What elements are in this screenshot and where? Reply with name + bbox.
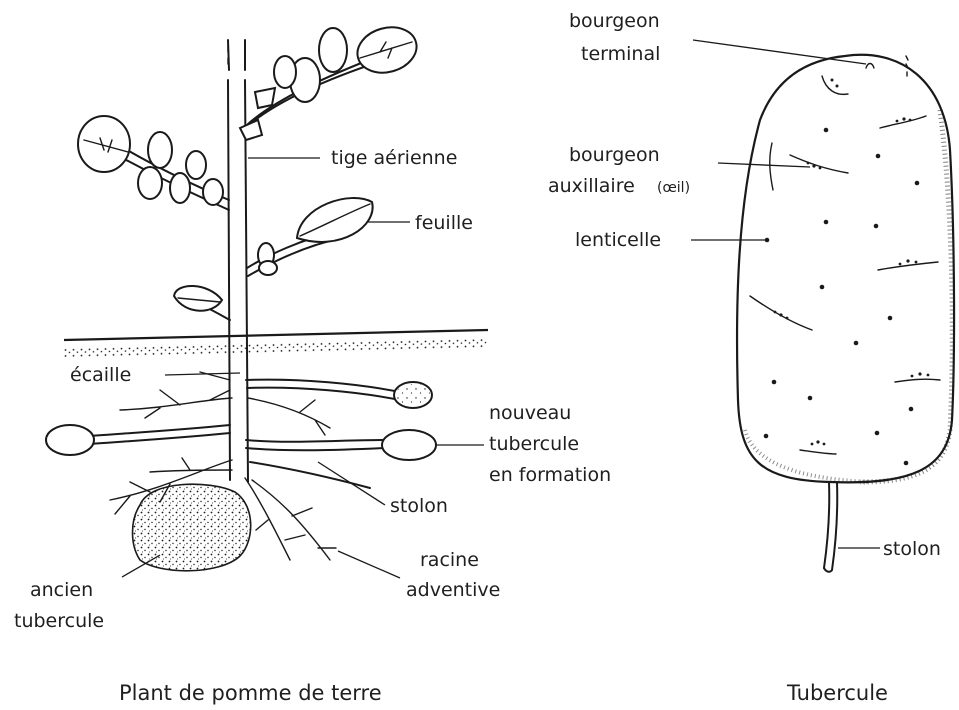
old-tuber — [133, 484, 251, 571]
upper-leaf-branch — [240, 21, 422, 140]
tuber-body — [737, 55, 954, 483]
tuber-stolon — [824, 482, 837, 572]
label-ancien-2: tubercule — [14, 610, 104, 632]
label-bourgeon-terminal-2: terminal — [581, 43, 660, 65]
label-bourgeon-terminal-1: bourgeon — [569, 10, 660, 32]
label-tige-aerienne: tige aérienne — [331, 147, 457, 169]
aerial-stem — [228, 40, 248, 482]
label-ancien-1: ancien — [30, 579, 93, 601]
label-feuille: feuille — [415, 212, 473, 234]
tuber-illustration — [691, 40, 954, 572]
lower-leaf — [174, 286, 230, 320]
caption-plant: Plant de pomme de terre — [119, 681, 382, 705]
label-nouveau-2: tubercule — [489, 433, 579, 455]
middle-leaf — [247, 198, 373, 276]
label-bourgeon-auxillaire-1: bourgeon — [569, 144, 660, 166]
label-racine-2: adventive — [406, 579, 500, 601]
label-ecaille: écaille — [70, 364, 131, 386]
label-racine-1: racine — [420, 549, 479, 571]
label-stolon-right: stolon — [883, 538, 941, 560]
caption-tubercule: Tubercule — [786, 681, 888, 705]
label-bourgeon-auxillaire-2: auxillaire — [548, 175, 635, 197]
label-stolon-left: stolon — [390, 495, 448, 517]
soil-surface — [64, 330, 488, 357]
left-leaf-branch — [78, 116, 229, 210]
label-bourgeon-auxillaire-3: (œil) — [657, 180, 690, 196]
label-nouveau-1: nouveau — [489, 402, 571, 424]
label-nouveau-3: en formation — [489, 464, 611, 486]
underground-stolons — [46, 380, 436, 488]
label-lenticelle: lenticelle — [575, 229, 661, 251]
